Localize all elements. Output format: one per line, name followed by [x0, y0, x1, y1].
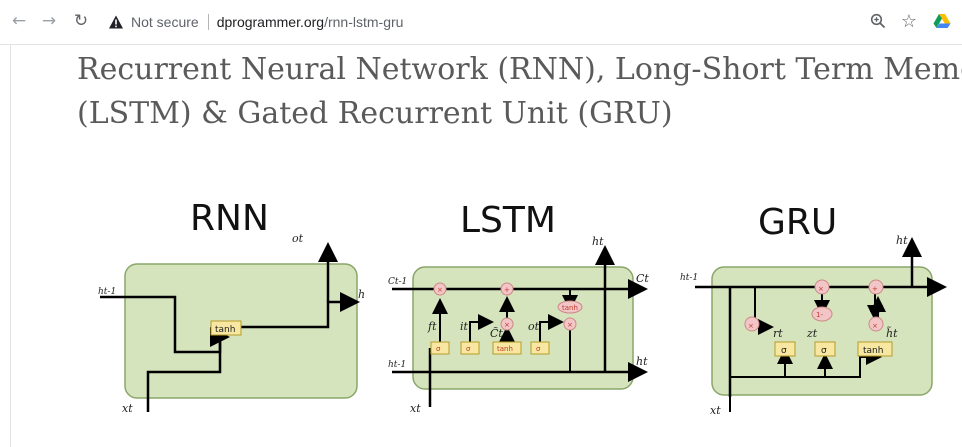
gru-op1: × [748, 322, 754, 330]
lstm-label-ct: C̃t [490, 327, 503, 340]
lstm-forget-mult [433, 282, 447, 296]
gru-gate2: σ [821, 346, 827, 356]
address-bar[interactable]: Not secure dprogrammer.org /rnn-lstm-gru [108, 8, 928, 36]
lstm-diagram: LSTM σ σ tanh σ × + × × tanh ft it C̃t [388, 200, 649, 415]
lstm-op1: × [437, 286, 443, 294]
gru-htilde-mult [868, 316, 884, 332]
omnibox-separator [207, 14, 209, 30]
gru-add [868, 279, 884, 295]
forward-icon[interactable]: → [41, 11, 57, 31]
gru-one-minus [811, 306, 833, 322]
lstm-output-mult [563, 317, 577, 331]
lstm-gate2: σ [466, 345, 471, 353]
lstm-label-ht-top: ht [592, 235, 604, 248]
lstm-gate4: σ [536, 345, 541, 353]
gru-update-mult [814, 279, 830, 295]
gru-reset-mult [744, 316, 760, 332]
rnn-lstm-gru-diagram: RNN tanh ht-1 ot h xt LSTM σ σ tan [98, 198, 947, 417]
back-icon[interactable]: ← [11, 11, 27, 31]
reload-icon[interactable]: ↻ [73, 11, 89, 31]
gru-title: GRU [758, 202, 837, 243]
lstm-label-xt: xt [410, 402, 421, 415]
lstm-title: LSTM [460, 200, 556, 241]
security-label[interactable]: Not secure [131, 14, 199, 30]
rnn-input-h: ht-1 [98, 287, 116, 297]
gru-op3: + [872, 285, 878, 293]
gru-label-rt: rt [773, 327, 783, 340]
gru-tanh-gate [857, 341, 893, 357]
lstm-input-gate [460, 341, 480, 355]
lstm-forget-gate [430, 341, 450, 355]
gru-label-h-in: ht-1 [680, 273, 698, 283]
article-title: Recurrent Neural Network (RNN), Long-Sho… [77, 48, 962, 136]
gru-op5: × [872, 322, 878, 330]
lstm-label-ht-out: ht [636, 355, 648, 368]
lstm-label-ft: ft [427, 320, 437, 333]
gru-gate3: tanh [863, 346, 883, 356]
rnn-output-o: ot [292, 232, 304, 245]
lstm-output-gate [530, 341, 550, 355]
lstm-tanh-gate [492, 341, 522, 355]
gru-op2: × [818, 285, 824, 293]
lstm-op4: × [567, 321, 573, 329]
article-title-line2: (LSTM) & Gated Recurrent Unit (GRU) [77, 96, 673, 131]
gru-gate1: σ [781, 346, 787, 356]
url-path: /rnn-lstm-gru [324, 14, 404, 30]
rnn-title: RNN [190, 198, 269, 239]
lstm-input-mult [500, 317, 514, 331]
lstm-gate1: σ [436, 345, 441, 353]
rnn-diagram: RNN tanh ht-1 ot h xt [98, 198, 365, 415]
article-title-line1: Recurrent Neural Network (RNN), Long-Sho… [77, 52, 962, 87]
lstm-label-ot: ot [528, 320, 540, 333]
rnn-tanh-gate [210, 320, 242, 336]
rnn-tanh-label: tanh [215, 325, 235, 335]
zoom-icon[interactable] [868, 11, 888, 31]
gru-reset-gate [774, 341, 796, 357]
drive-icon[interactable] [932, 11, 952, 31]
browser-toolbar: ← → ↻ Not secure dprogrammer.org /rnn-ls… [0, 0, 962, 45]
gru-label-htilde: h̃t [886, 327, 898, 340]
lstm-op3: × [504, 321, 510, 329]
lstm-cell-tanh [557, 300, 583, 314]
lstm-op2: + [504, 286, 510, 294]
lstm-op5: tanh [562, 304, 578, 312]
gru-label-zt: zt [806, 327, 818, 340]
lstm-cell-add [500, 282, 514, 296]
rnn-input-x: xt [122, 402, 133, 415]
warning-icon [109, 15, 123, 29]
lstm-gate3: tanh [497, 345, 513, 353]
lstm-cell [412, 266, 634, 390]
gru-label-h-top: ht [896, 234, 908, 247]
url-host: dprogrammer.org [216, 14, 325, 30]
lstm-label-it: it [460, 320, 469, 333]
lstm-label-h-in: ht-1 [388, 360, 406, 370]
gru-op4: 1- [816, 311, 823, 319]
gru-diagram: GRU × × + 1- × σ σ tanh ht-1 ht rt zt h̃… [680, 202, 947, 417]
lstm-label-ct-out: Ct [636, 272, 649, 285]
gru-label-xt: xt [710, 404, 721, 417]
rnn-output-h: h [358, 288, 365, 301]
star-icon[interactable]: ☆ [900, 10, 918, 32]
lstm-label-c-in: Ct-1 [388, 277, 407, 287]
gru-update-gate [814, 341, 836, 357]
page-left-border [10, 45, 11, 447]
